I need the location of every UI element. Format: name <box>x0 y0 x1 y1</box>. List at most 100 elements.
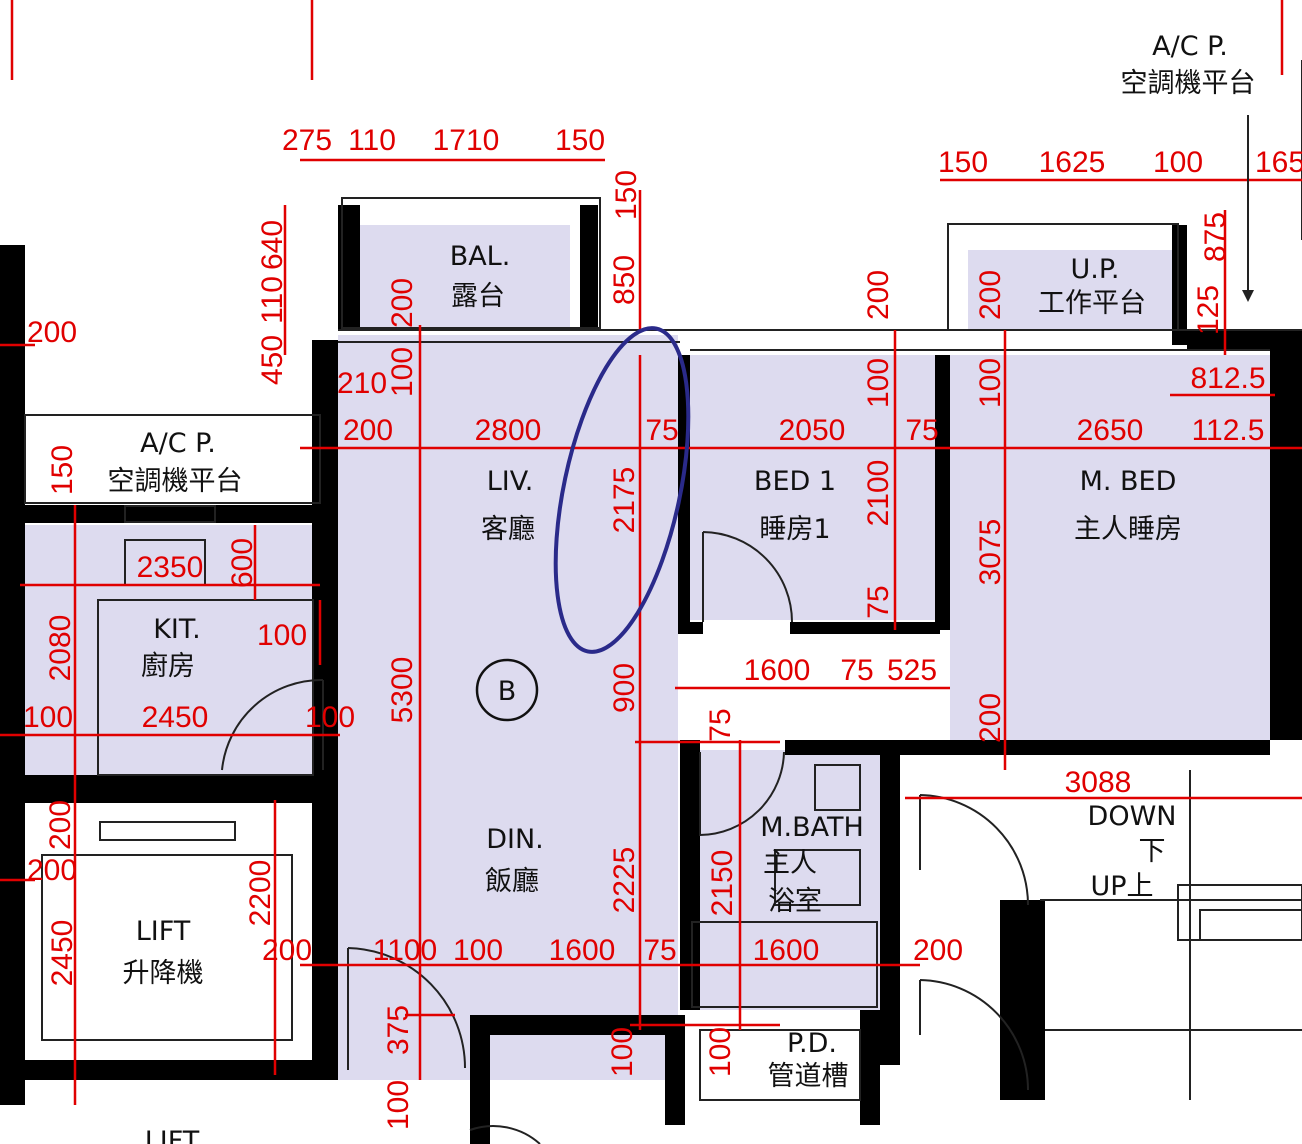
dim-75: 75 <box>840 654 873 687</box>
up-zh-label: 工作平台 <box>1038 288 1146 319</box>
mbath-zh1-label: 主人 <box>763 848 817 879</box>
dim-100: 100 <box>453 934 503 967</box>
dim-200-v: 200 <box>862 270 895 320</box>
up-en-label: U.P. <box>1070 254 1119 285</box>
dim-812-5: 812.5 <box>1190 362 1265 395</box>
dimension-lines <box>0 0 1302 1105</box>
dim-200-v: 200 <box>386 278 419 328</box>
dim-375: 375 <box>382 1005 415 1055</box>
unit-marker-circle <box>475 658 539 722</box>
dimension-labels-horizontal: 275 110 1710 150 150 1625 100 165 200 81… <box>23 124 1302 967</box>
liv-zh-label: 客廳 <box>481 514 535 545</box>
dim-150-v: 150 <box>46 445 79 495</box>
dim-2175: 2175 <box>608 467 641 534</box>
dim-200: 200 <box>27 854 77 887</box>
dim-100-v: 100 <box>862 358 895 408</box>
dim-1625: 1625 <box>1039 146 1106 179</box>
dim-2150: 2150 <box>706 850 739 917</box>
dim-525: 525 <box>887 654 937 687</box>
dim-150: 150 <box>555 124 605 157</box>
bed1-zh-label: 睡房1 <box>759 514 830 545</box>
dim-2450-v: 2450 <box>46 920 79 987</box>
dim-900: 900 <box>608 663 641 713</box>
dim-75: 75 <box>645 414 678 447</box>
dim-200-v: 200 <box>974 270 1007 320</box>
mbed-en-label: M. BED <box>1080 466 1177 497</box>
dim-1600: 1600 <box>753 934 820 967</box>
dim-2050: 2050 <box>779 414 846 447</box>
dim-2800: 2800 <box>475 414 542 447</box>
pd-zh-label: 管道槽 <box>768 1061 849 1092</box>
ac-left-en-label: A/C P. <box>140 428 216 459</box>
dimension-labels-vertical: 150 850 640 110 450 200 200 200 875 125 … <box>44 170 1232 1130</box>
dim-1600: 1600 <box>744 654 811 687</box>
dim-100-v: 100 <box>606 1027 639 1077</box>
room-areas <box>25 225 1270 1080</box>
dim-100-v: 100 <box>382 1080 415 1130</box>
hand-drawn-circle <box>553 326 691 654</box>
bed1-en-label: BED 1 <box>754 466 836 497</box>
mbath-zh2-label: 浴室 <box>768 886 822 917</box>
lift-bottom-label: LIFT <box>145 1126 200 1144</box>
dim-100: 100 <box>257 619 307 652</box>
dim-850: 850 <box>608 255 641 305</box>
dim-210: 210 <box>337 367 387 400</box>
dim-2200: 2200 <box>244 860 277 927</box>
dim-2100: 2100 <box>862 460 895 527</box>
dim-2080: 2080 <box>44 615 77 682</box>
dim-100: 100 <box>23 701 73 734</box>
dim-200: 200 <box>262 934 312 967</box>
dim-112-5: 112.5 <box>1192 414 1265 447</box>
bal-en-label: BAL. <box>450 241 511 272</box>
dim-1710: 1710 <box>433 124 500 157</box>
down-zh-label: 下 <box>1139 836 1166 867</box>
dim-75-v: 75 <box>704 708 737 741</box>
dim-200: 200 <box>27 316 77 349</box>
up-stair-label: UP上 <box>1090 871 1153 902</box>
dim-1100: 1100 <box>373 934 438 967</box>
liv-en-label: LIV. <box>487 466 534 497</box>
dim-200: 200 <box>913 934 963 967</box>
mbed-zh-label: 主人睡房 <box>1074 514 1182 545</box>
dim-75: 75 <box>643 934 676 967</box>
dim-100-v: 100 <box>704 1027 737 1077</box>
dim-125: 125 <box>1192 285 1225 335</box>
ac-top-en-label: A/C P. <box>1152 31 1228 62</box>
unit-marker-label: B <box>498 676 517 707</box>
ac-top-zh-label: 空調機平台 <box>1121 68 1256 99</box>
dim-75-v: 75 <box>862 585 895 618</box>
dim-200-v: 200 <box>974 693 1007 743</box>
dim-2350: 2350 <box>137 551 204 584</box>
dim-200-v: 200 <box>44 800 77 850</box>
mbath-en-label: M.BATH <box>760 812 864 843</box>
lift-zh-label: 升降機 <box>123 958 204 989</box>
ac-left-zh-label: 空調機平台 <box>108 466 243 497</box>
dim-5300: 5300 <box>386 657 419 724</box>
dim-3088: 3088 <box>1065 766 1132 799</box>
dim-100: 100 <box>305 701 355 734</box>
bal-zh-label: 露台 <box>451 281 505 312</box>
dim-100-v: 100 <box>386 347 419 397</box>
dim-2225: 2225 <box>608 847 641 914</box>
dim-75: 75 <box>905 414 938 447</box>
dim-150-v: 150 <box>610 170 643 220</box>
dim-640: 640 <box>256 220 289 270</box>
dim-110-v: 110 <box>256 276 289 324</box>
pd-en-label: P.D. <box>787 1028 837 1059</box>
dim-200: 200 <box>343 414 393 447</box>
dim-110: 110 <box>348 124 396 157</box>
kit-en-label: KIT. <box>153 614 201 645</box>
dim-100-v: 100 <box>974 358 1007 408</box>
walls <box>0 205 1302 1144</box>
doors <box>221 531 1029 1144</box>
dim-165: 165 <box>1255 146 1302 179</box>
dim-150: 150 <box>938 146 988 179</box>
down-en-label: DOWN <box>1088 801 1177 832</box>
dim-2650: 2650 <box>1077 414 1144 447</box>
dim-875: 875 <box>1199 212 1232 262</box>
dim-600: 600 <box>226 538 259 588</box>
lift-en-label: LIFT <box>136 916 191 947</box>
room-labels: A/C P. 空調機平台 BAL. 露台 U.P. 工作平台 LIV. 客廳 B… <box>108 31 1256 1144</box>
dim-100: 100 <box>1153 146 1203 179</box>
